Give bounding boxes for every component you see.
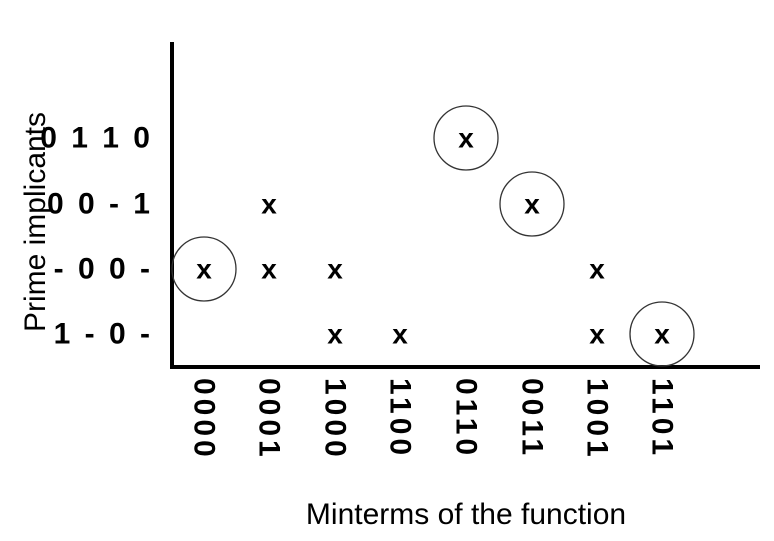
row-label: 0 0 - 1 (47, 188, 153, 221)
column-label: 0011 (516, 378, 549, 459)
essential-circle (499, 171, 565, 237)
column-label: 0110 (450, 378, 483, 459)
cover-mark: x (458, 123, 474, 154)
cover-mark: x (589, 254, 605, 285)
cover-mark: x (524, 189, 540, 220)
column-label: 1001 (581, 378, 614, 461)
column-labels: 0000 0001 1000 1100 0110 0011 1001 1101 (188, 378, 679, 461)
column-label: 1000 (319, 378, 352, 461)
cover-mark: x (327, 254, 343, 285)
cover-mark: x (392, 319, 408, 350)
row-label: 0 1 1 0 (40, 122, 153, 155)
essential-circle (629, 301, 695, 367)
row-labels: 0 1 1 0 0 0 - 1 - 0 0 - 1 - 0 - (40, 122, 153, 351)
column-label: 0001 (253, 378, 286, 461)
essential-circle (171, 236, 237, 302)
cover-mark: x (589, 319, 605, 350)
cover-mark: x (654, 319, 670, 350)
column-label: 0000 (188, 378, 221, 461)
row-label: 1 - 0 - (54, 318, 153, 351)
column-label: 1101 (646, 378, 679, 459)
row-label: - 0 0 - (54, 253, 153, 286)
x-axis-title: Minterms of the function (306, 498, 626, 531)
chart-marks: x x x x x x x x x x x (171, 105, 695, 367)
cover-mark: x (261, 189, 277, 220)
essential-circle (433, 105, 499, 171)
y-axis-title: Prime implicants (19, 112, 52, 332)
cover-mark: x (327, 319, 343, 350)
column-label: 1100 (384, 378, 417, 459)
cover-mark: x (196, 254, 212, 285)
cover-mark: x (261, 254, 277, 285)
